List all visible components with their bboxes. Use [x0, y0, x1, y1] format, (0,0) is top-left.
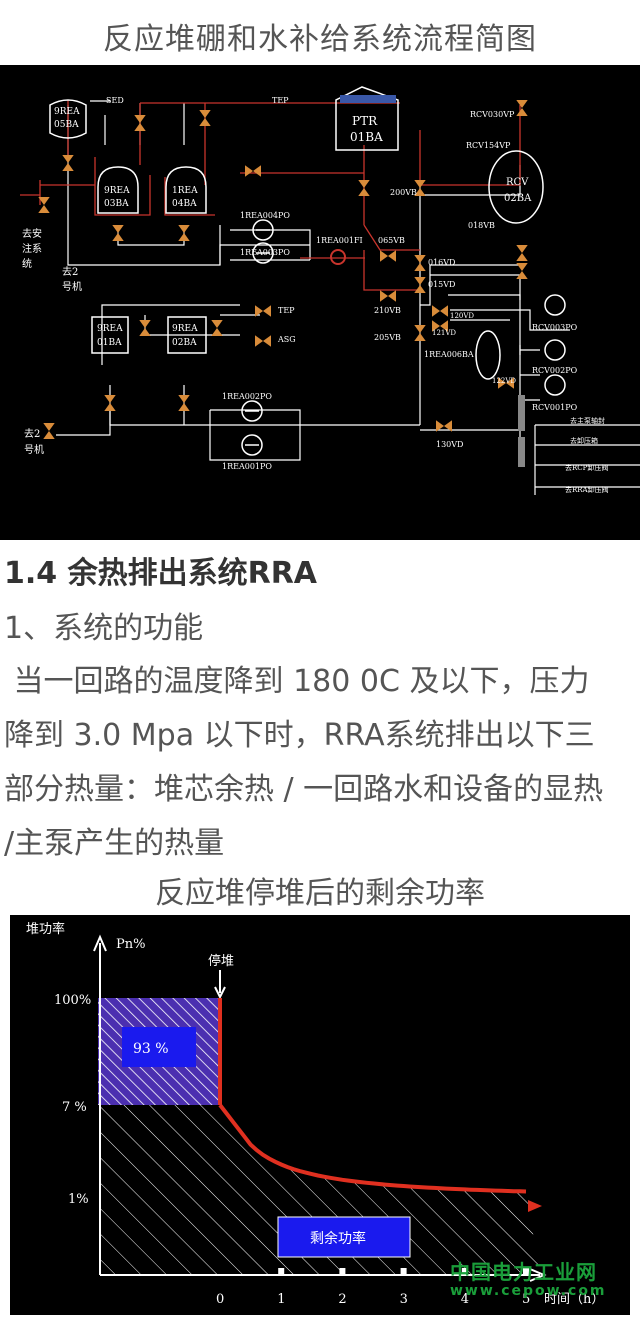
tank-1rea04-l1: 1REA	[172, 186, 198, 196]
label-asg: ASG	[277, 335, 296, 344]
label-to-safety-2: 注系	[22, 242, 42, 255]
tank-9rea03-l2: 03BA	[104, 199, 129, 209]
label-dest1: 去主泵轴封	[570, 416, 605, 425]
watermark-url: www.cepow.com	[450, 1283, 607, 1299]
flow-diagram: 9REA 05BA 9REA 03BA 1REA 04BA PTR 01BA R…	[0, 65, 640, 540]
label-121vd: 121VD	[432, 329, 456, 337]
chart-title: 反应堆停堆后的剩余功率	[155, 876, 485, 911]
label-205vb: 205VB	[374, 333, 401, 342]
decay-curve	[218, 1103, 527, 1194]
tank-rcv-l2: 02BA	[504, 193, 532, 204]
label-rcv001: RCV001PO	[532, 403, 578, 412]
watermark-name: 中国电力工业网	[450, 1260, 597, 1284]
y-axis-arrow	[93, 934, 107, 952]
tank-9rea03-l1: 9REA	[104, 186, 130, 196]
label-tep2: TEP	[278, 306, 295, 315]
label-200vb: 200VB	[390, 188, 417, 197]
x-tick-label: 4	[461, 1292, 469, 1307]
curve-arrowhead	[528, 1200, 542, 1212]
label-018vb: 018VB	[468, 221, 495, 230]
label-to-unit2-top-2: 号机	[62, 280, 82, 293]
x-tick-mark	[278, 1268, 285, 1275]
label-rcv003: RCV003PO	[532, 323, 578, 332]
diagram-title: 反应堆硼和水补给系统流程简图	[103, 22, 537, 57]
shutdown-arrowhead	[214, 986, 226, 1000]
x-tick-label: 0	[216, 1292, 224, 1307]
box-residual	[277, 1216, 411, 1258]
label-rcv030vp: RCV030VP	[470, 110, 515, 119]
paragraph-line: 降到 3.0 Mpa 以下时，RRA系统排出以下三	[4, 718, 595, 753]
ytick-7: 7 %	[62, 1100, 87, 1115]
label-rcv154vp: RCV154VP	[466, 141, 511, 150]
label-p003: 1REA003PO	[240, 248, 290, 257]
section-paragraph: 当一回路的温度降到 180 0C 及以下，压力 降到 3.0 Mpa 以下时，R…	[4, 655, 636, 871]
tank-9rea01-l2: 01BA	[97, 338, 122, 348]
x-tick-mark	[523, 1268, 529, 1275]
tank-9rea01-l1: 9REA	[97, 324, 123, 334]
y-axis-title: 堆功率	[26, 921, 65, 937]
box-93	[122, 1027, 196, 1067]
label-016vd: 016VD	[428, 258, 455, 267]
label-sed: SED	[106, 96, 124, 105]
label-tep1: TEP	[272, 96, 289, 105]
tank-9rea05-l1: 9REA	[54, 107, 80, 117]
section-subheading: 1、系统的功能	[4, 611, 204, 646]
x-tick-mark	[339, 1268, 346, 1275]
label-fi001: 1REA001FI	[316, 236, 363, 245]
label-to-unit2-top-1: 去2	[62, 266, 78, 278]
y-axis-unit: Pn%	[116, 937, 145, 952]
x-tick-label: 2	[338, 1292, 346, 1307]
label-122vd: 122VD	[492, 377, 516, 385]
residual-power-chart: 93 % 剩余功率 堆功率 Pn% 停堆 100% 7 % 1% 时间（h） 0…	[10, 915, 630, 1315]
flow-diagram-svg: 9REA 05BA 9REA 03BA 1REA 04BA PTR 01BA R…	[20, 86, 640, 495]
label-210vb: 210VB	[374, 306, 401, 315]
paragraph-line: 当一回路的温度降到 180 0C 及以下，压力	[4, 664, 590, 699]
label-130vd: 130VD	[436, 440, 463, 449]
paragraph-line: 部分热量：堆芯余热 / 一回路水和设备的显热	[4, 772, 604, 807]
box-residual-label: 剩余功率	[310, 1230, 366, 1247]
section-heading: 1.4 余热排出系统RRA	[4, 556, 318, 591]
label-065vb: 065VB	[378, 236, 405, 245]
tank-9rea05-l2: 05BA	[54, 120, 79, 130]
paragraph-line: /主泵产生的热量	[4, 826, 225, 861]
ytick-1: 1%	[68, 1192, 89, 1207]
watermark: 中国电力工业网 www.cepow.com	[450, 1256, 607, 1299]
label-rcv002: RCV002PO	[532, 366, 578, 375]
x-tick-mark	[461, 1268, 468, 1275]
label-to-unit2-bottom-1: 去2	[24, 428, 40, 440]
shutdown-label: 停堆	[208, 953, 234, 969]
x-tick-mark	[400, 1268, 407, 1275]
x-tick-label: 1	[277, 1292, 285, 1307]
label-p001: 1REA001PO	[222, 462, 272, 471]
x-tick-label: 3	[400, 1292, 408, 1307]
residual-area	[100, 1105, 540, 1275]
x-axis-arrow	[529, 1268, 547, 1282]
label-p004: 1REA004PO	[240, 211, 290, 220]
label-015vd: 015VD	[428, 280, 455, 289]
box-93-label: 93 %	[133, 1041, 169, 1057]
ytick-100: 100%	[54, 993, 91, 1008]
x-axis-title: 时间（h）	[544, 1292, 604, 1307]
tank-ptr-l2: 01BA	[350, 130, 383, 144]
label-dest3: 去RCP卸压阀	[565, 463, 608, 472]
tank-1rea04-l2: 04BA	[172, 199, 197, 209]
tank-rcv-l1: RCV	[506, 177, 529, 188]
label-to-safety-3: 统	[22, 257, 32, 270]
label-120vd: 120VD	[450, 312, 474, 320]
label-p002: 1REA002PO	[222, 392, 272, 401]
tank-ptr-l1: PTR	[352, 114, 378, 128]
label-dest2: 去卸压箱	[570, 436, 598, 445]
x-tick-label: 5	[522, 1292, 530, 1307]
label-ba006: 1REA006BA	[424, 350, 474, 359]
tank-9rea02-l1: 9REA	[172, 324, 198, 334]
tank-9rea02-l2: 02BA	[172, 338, 197, 348]
label-to-unit2-bottom-2: 号机	[24, 443, 44, 456]
label-to-safety-1: 去安	[22, 227, 42, 240]
chart-svg: 93 % 剩余功率 堆功率 Pn% 停堆 100% 7 % 1% 时间（h） 0…	[26, 921, 604, 1307]
label-dest4: 去RRA卸压阀	[565, 485, 609, 494]
